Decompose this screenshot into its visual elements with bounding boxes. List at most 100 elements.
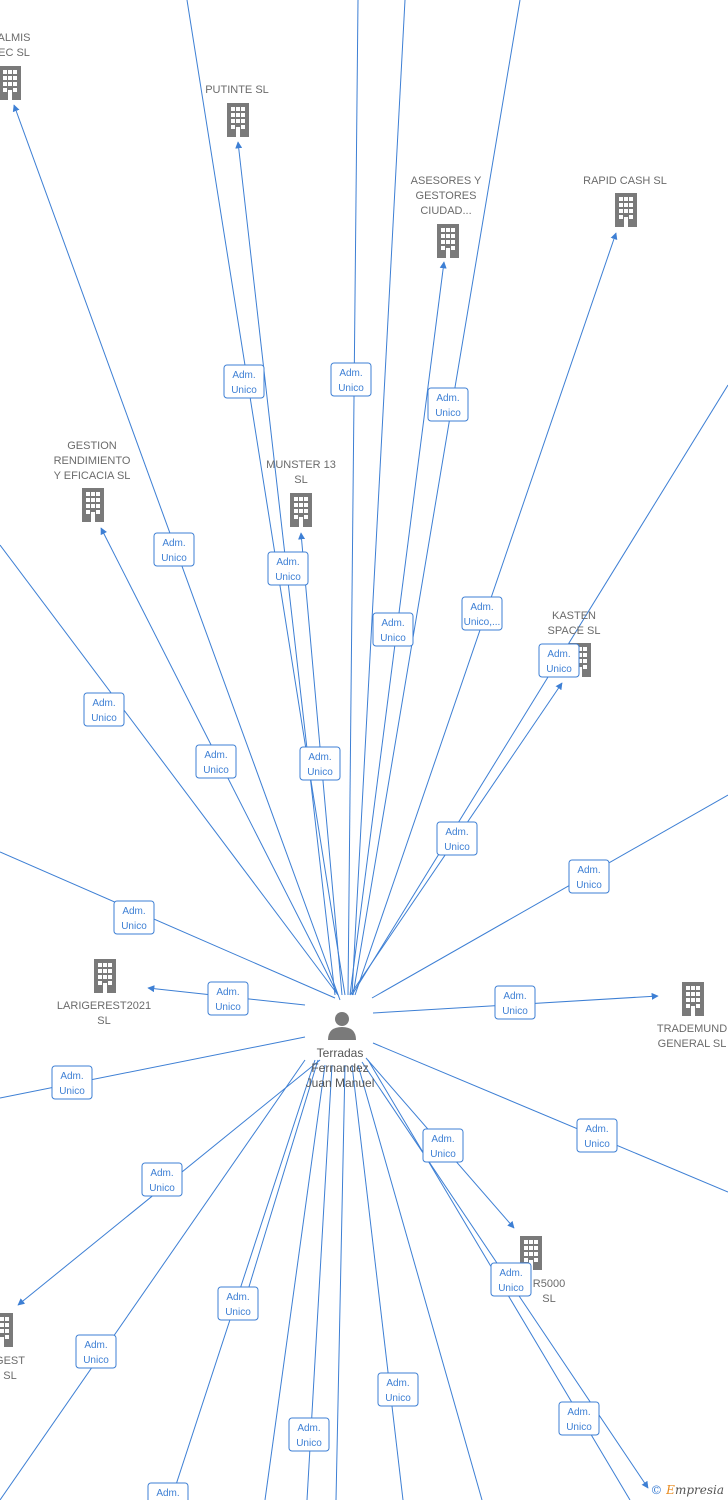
role-text: Adm.	[216, 987, 239, 998]
role-label[interactable]: Adm.Unico	[75, 1334, 117, 1369]
role-label[interactable]: Adm.Unico	[494, 985, 536, 1020]
role-text: Adm.	[226, 1292, 249, 1303]
company-label: SL	[294, 474, 307, 486]
relation-edge[interactable]	[186, 0, 346, 996]
role-label[interactable]: Adm.Unico	[51, 1065, 93, 1100]
role-label[interactable]: Adm.Unico	[207, 981, 249, 1016]
relation-edge[interactable]	[372, 1042, 728, 1193]
role-label[interactable]: Adm. Unico	[422, 1128, 464, 1163]
role-text: Adm.	[585, 1124, 608, 1135]
company-node-asesores[interactable]: ASESORES YGESTORESCIUDAD...	[411, 175, 482, 258]
role-text: Adm.	[60, 1071, 83, 1082]
role-label[interactable]: Adm.Unico	[538, 643, 580, 678]
role-label[interactable]: Adm.Unico	[377, 1372, 419, 1407]
building-icon	[82, 488, 104, 522]
role-text: Adm.	[122, 906, 145, 917]
role-label[interactable]: Adm. Unico	[558, 1401, 600, 1436]
role-text: Unico	[275, 572, 301, 583]
relation-edge[interactable]	[357, 1064, 483, 1500]
relation-edge[interactable]	[351, 384, 728, 996]
role-label[interactable]: Adm.Unico	[217, 1286, 259, 1321]
relation-edge[interactable]	[351, 0, 406, 996]
role-label[interactable]: Adm. Unico	[576, 1118, 618, 1153]
relation-edge[interactable]	[335, 1064, 346, 1500]
role-label[interactable]: Adm. Unico	[288, 1417, 330, 1452]
role-text: Adm.	[445, 827, 468, 838]
role-label[interactable]: Adm.Unico	[330, 362, 372, 397]
role-label[interactable]: Adm. Unico	[299, 746, 341, 781]
relation-edge[interactable]	[0, 544, 339, 996]
role-text: Adm.	[381, 618, 404, 629]
role-text: Unico	[296, 1438, 322, 1449]
role-label[interactable]: Adm.Unico,...	[461, 596, 503, 631]
relation-edge[interactable]	[351, 1064, 404, 1500]
company-node-rapidcash[interactable]: RAPID CASH SL	[583, 175, 667, 227]
relation-edge[interactable]	[247, 1059, 319, 1291]
role-text: Unico	[231, 385, 257, 396]
building-icon	[0, 66, 21, 100]
role-text: Adm.	[431, 1134, 454, 1145]
role-text: Adm.	[308, 752, 331, 763]
role-text: Unico	[307, 767, 333, 778]
person-label: Terradas	[317, 1046, 364, 1060]
role-label[interactable]: Adm.Unico	[490, 1262, 532, 1297]
role-label[interactable]: Adm.Unico	[83, 692, 125, 727]
role-text: Unico	[435, 408, 461, 419]
company-label: SPACE SL	[548, 625, 601, 637]
company-label: ALMIS	[0, 32, 31, 44]
role-text: Unico	[121, 921, 147, 932]
company-label: PUTINTE SL	[205, 84, 269, 96]
role-text: Adm.	[276, 557, 299, 568]
role-text: Adm.	[567, 1407, 590, 1418]
role-text: Unico	[584, 1139, 610, 1150]
relation-edge[interactable]	[371, 794, 728, 999]
company-node-almis[interactable]: ALMIS EC SL	[0, 32, 31, 100]
company-label: GENERAL SL	[658, 1038, 727, 1050]
company-label: RAPID CASH SL	[583, 175, 667, 187]
role-text: Unico	[149, 1183, 175, 1194]
relation-edge[interactable]	[347, 0, 359, 996]
role-label[interactable]: Adm.Unico	[153, 532, 195, 567]
role-text: Unico	[502, 1006, 528, 1017]
role-label[interactable]: Adm. Unico	[267, 551, 309, 586]
company-label: SL	[97, 1015, 110, 1027]
brand-initial: E	[666, 1483, 675, 1497]
company-node-putinte[interactable]: PUTINTE SL	[205, 84, 269, 137]
relation-edge[interactable]	[0, 1059, 306, 1500]
relation-edge[interactable]	[352, 0, 521, 996]
building-icon	[94, 959, 116, 993]
person-icon	[328, 1012, 356, 1040]
role-label[interactable]: Adm.Solid.,...	[147, 1482, 189, 1500]
copyright-notice[interactable]: © Empresia	[650, 1483, 724, 1497]
company-nodes: ALMIS EC SL PUTINTE SL ASESORES YGESTORESCI…	[0, 32, 727, 1382]
company-label: EC SL	[0, 47, 30, 59]
role-label[interactable]: Adm.Unico	[372, 612, 414, 647]
role-text: Unico	[203, 765, 229, 776]
role-text: Unico	[385, 1393, 411, 1404]
role-text: Adm.	[297, 1423, 320, 1434]
relation-edge[interactable]	[170, 1059, 316, 1500]
role-text: Unico	[566, 1422, 592, 1433]
brand-name: mpresia	[674, 1483, 724, 1497]
role-label[interactable]: Adm.Unico	[195, 744, 237, 779]
relation-edge[interactable]	[0, 851, 336, 999]
role-label[interactable]: Adm. Unico	[436, 821, 478, 856]
role-label[interactable]: Adm.Unico	[223, 364, 265, 399]
role-text: Unico	[430, 1149, 456, 1160]
relation-edge[interactable]	[0, 1036, 306, 1099]
relation-edge[interactable]	[264, 1064, 326, 1500]
role-text: Unico	[444, 842, 470, 853]
company-node-gest[interactable]: GESTSL	[0, 1313, 25, 1382]
role-label[interactable]: Adm.Unico	[568, 859, 610, 894]
company-label: GESTORES	[416, 190, 477, 202]
role-label[interactable]: Adm.Unico	[141, 1162, 183, 1197]
role-label[interactable]: Adm.Unico	[427, 387, 469, 422]
role-label[interactable]: Adm. Unico	[113, 900, 155, 935]
